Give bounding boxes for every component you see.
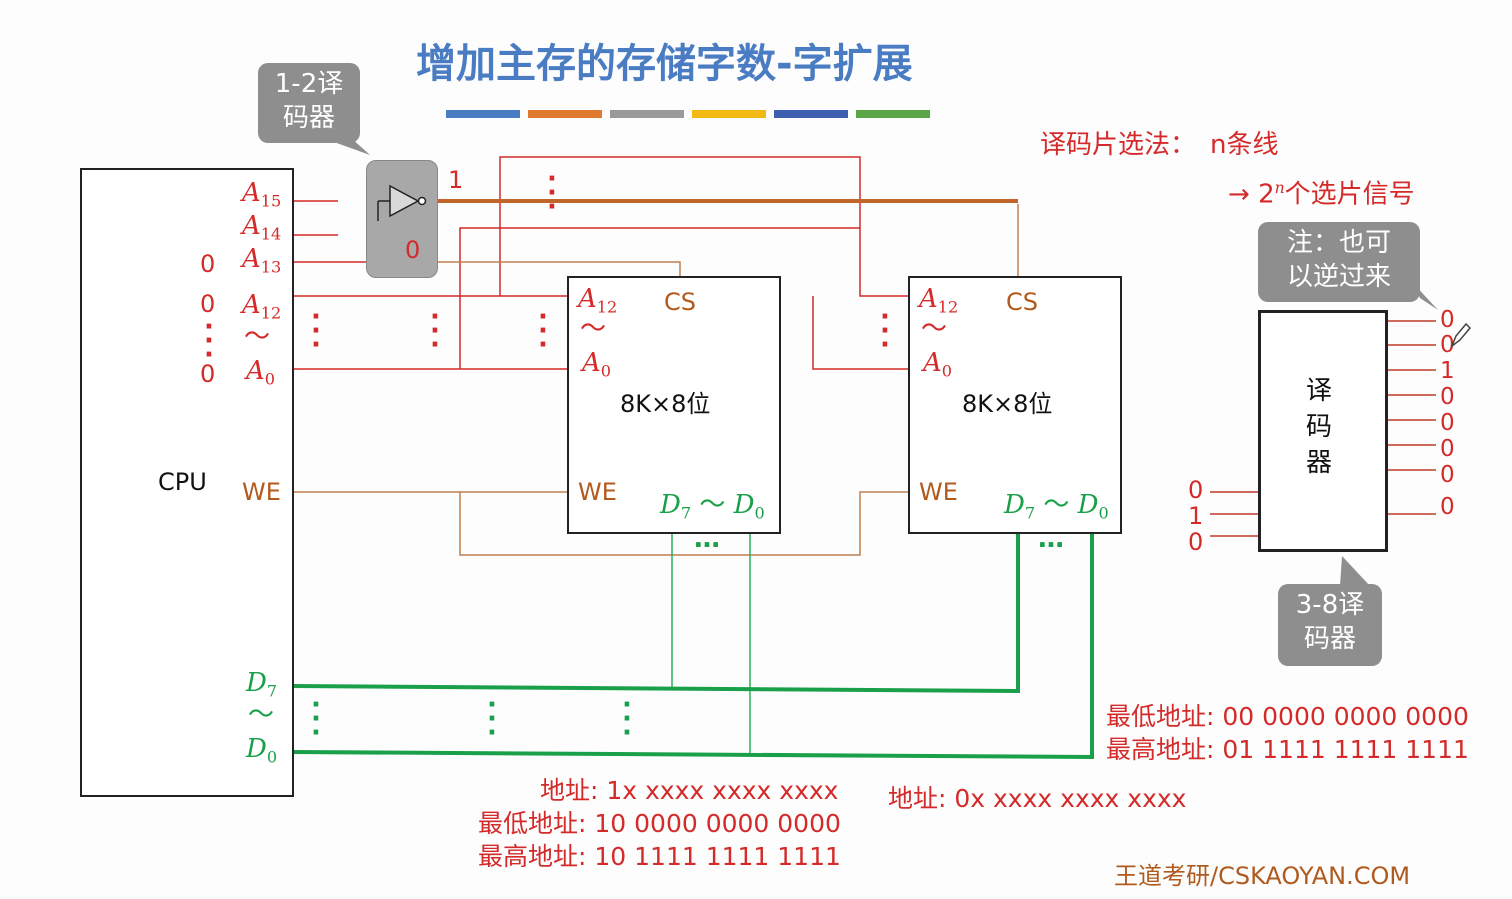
decoder38-callout-text: 3-8译 码器 [1295, 590, 1365, 654]
decode-method-line: 译码片选法：n条线 [1040, 130, 1279, 160]
cpu-a0-label: A0 [246, 356, 276, 389]
decoder38-output-7: 0 [1440, 494, 1455, 520]
decoder38-label-3: 器 [1306, 448, 1333, 478]
decoder38-output-1: 0 [1440, 332, 1455, 358]
cpu-box [80, 168, 294, 797]
addr-bus-dots-3: ··· [538, 302, 548, 360]
decoder38-callout-tail [1340, 556, 1370, 586]
decoder38-box [1258, 310, 1388, 552]
chip1-cs-label: CS [664, 288, 696, 316]
decoder12-callout-tail [320, 137, 370, 155]
chip2-address-pattern: 地址: 0x xxxx xxxx xxxx [888, 784, 1187, 813]
chip1-a12-label: A12 [578, 284, 618, 317]
pen-cursor-icon [1450, 322, 1472, 349]
chip1-capacity-label: 8K×8位 [620, 390, 711, 418]
decoder12-callout: 1-2译 码器 [258, 63, 360, 143]
chip-select-count-line: → 2n个选片信号 [1228, 179, 1415, 210]
chip2-data-label: D7 ～ D0 [1004, 490, 1109, 523]
chip2-a0-label: A0 [923, 348, 953, 381]
addr-bus-dots-2: ··· [430, 302, 440, 360]
cpu-data-tilde: ～ [248, 700, 275, 730]
decoder12-callout-text: 1-2译 码器 [274, 69, 344, 133]
chip1-data-label: D7 ～ D0 [660, 490, 765, 523]
title-bar-segment [528, 110, 602, 118]
inverter-output-1: 1 [448, 166, 464, 194]
watermark: 王道考研/CSKAOYAN.COM [1114, 862, 1411, 890]
cpu-bit-a12: 0 [200, 290, 216, 318]
chip2-box [908, 276, 1122, 534]
chip2-highest-address: 最高地址: 01 1111 1111 1111 [1106, 735, 1469, 764]
cpu-we-label: WE [242, 478, 281, 506]
title-bar-segment [692, 110, 766, 118]
cpu-address-tilde: ～ [244, 322, 271, 352]
chip1-highest-address: 最高地址: 10 1111 1111 1111 [478, 842, 841, 871]
decoder-pins [1210, 320, 1436, 537]
addr-bus-dots-4: ··· [547, 164, 557, 222]
chip2-address-tilde: ～ [921, 314, 948, 344]
title-bar-segment [856, 110, 930, 118]
chip1-box [567, 276, 781, 534]
data-bus-thin [671, 530, 751, 755]
data-bus-dots-2: ··· [487, 690, 497, 748]
addr-bus-dots-1: ··· [311, 302, 321, 360]
addr-bus-dots-5: ··· [880, 302, 890, 360]
red-address-wires [292, 156, 908, 370]
cpu-a13-label: A13 [242, 244, 282, 277]
cpu-bit-a13: 0 [200, 250, 216, 278]
chip1-address-pattern: 地址: 1x xxxx xxxx xxxx [540, 776, 839, 805]
note-callout: 注：也可 以逆过来 [1258, 222, 1420, 302]
data-bus-dots-1: ··· [311, 690, 321, 748]
cpu-d0-label: D0 [246, 734, 278, 767]
note-callout-tail [1412, 282, 1438, 310]
decoder38-output-2: 1 [1440, 358, 1455, 384]
chip1-a0-label: A0 [582, 348, 612, 381]
chip2-a12-label: A12 [919, 284, 959, 317]
data-bus-thick [291, 532, 1094, 760]
chip2-capacity-label: 8K×8位 [962, 390, 1053, 418]
chip2-lowest-address: 最低地址: 00 0000 0000 0000 [1106, 702, 1469, 731]
chip1-address-tilde: ～ [580, 314, 607, 344]
decoder38-output-4: 0 [1440, 410, 1455, 436]
cpu-a15-label: A15 [242, 178, 282, 211]
note-callout-text: 注：也可 以逆过来 [1286, 228, 1391, 292]
decoder38-output-6: 0 [1440, 462, 1455, 488]
decoder38-label-2: 码 [1306, 412, 1333, 442]
brown-control-wires [292, 204, 1019, 556]
cpu-d7-label: D7 [246, 668, 278, 701]
title-bar-segment [446, 110, 520, 118]
decoder38-output-0: 0 [1440, 307, 1455, 333]
page-title: 增加主存的存储字数-字扩展 [416, 41, 913, 87]
chip1-lowest-address: 最低地址: 10 0000 0000 0000 [478, 809, 841, 838]
cpu-a14-label: A14 [242, 211, 282, 244]
chip2-cs-label: CS [1006, 288, 1038, 316]
data-bus-dots-3: ··· [622, 690, 632, 748]
decoder38-input-1: 1 [1188, 502, 1204, 530]
decoder38-input-0: 0 [1188, 476, 1204, 504]
decoder38-output-3: 0 [1440, 384, 1455, 410]
cpu-bit-dots: ··· [204, 312, 214, 370]
decoder38-label-1: 译 [1306, 376, 1333, 406]
inverter-output-0: 0 [405, 236, 421, 264]
decoder38-callout: 3-8译 码器 [1278, 584, 1382, 666]
decoder38-output-5: 0 [1440, 436, 1455, 462]
title-bar-segment [610, 110, 684, 118]
cpu-a12-label: A12 [242, 290, 282, 323]
inverter-icon [377, 184, 427, 221]
chip1-we-label: WE [578, 478, 617, 506]
arrow-right-icon: → [1228, 179, 1250, 210]
title-color-bar [446, 110, 932, 118]
cpu-bit-a0: 0 [200, 360, 216, 388]
decoder38-input-2: 0 [1188, 528, 1204, 556]
cpu-label: CPU [158, 468, 207, 496]
title-bar-segment [774, 110, 848, 118]
chip2-we-label: WE [919, 478, 958, 506]
